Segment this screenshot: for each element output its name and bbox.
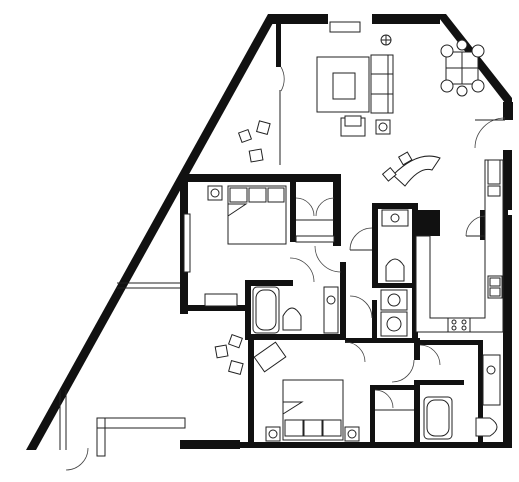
tv-console bbox=[329, 21, 361, 33]
bath2-wall bbox=[420, 380, 464, 385]
powder-vanity bbox=[381, 209, 409, 227]
bathroom-2 bbox=[423, 354, 501, 440]
window-1 bbox=[183, 213, 191, 273]
vanity-1 bbox=[323, 286, 339, 334]
bedroom-1 bbox=[183, 185, 342, 307]
lounge-chair-2 bbox=[237, 128, 253, 144]
kitchen-right-wall-2 bbox=[480, 210, 485, 240]
bath2-right-wall bbox=[478, 340, 483, 445]
dining-chair-4 bbox=[471, 79, 485, 93]
powder-room bbox=[349, 209, 409, 282]
living-room bbox=[237, 21, 394, 163]
lounge-chair-3 bbox=[248, 148, 264, 163]
toilet-1 bbox=[282, 307, 302, 331]
desk bbox=[253, 341, 287, 373]
bathtub-2 bbox=[423, 396, 453, 440]
kitchen-block bbox=[416, 210, 440, 236]
dresser bbox=[204, 293, 238, 307]
kitchen bbox=[381, 151, 504, 333]
diagonal-wall bbox=[26, 14, 278, 450]
coffee-table bbox=[332, 72, 356, 100]
dining-chair-5 bbox=[456, 39, 468, 51]
lounge-chair-1 bbox=[256, 120, 271, 135]
hall-bottom-wall bbox=[345, 338, 420, 343]
bathtub-1 bbox=[252, 286, 280, 334]
bedroom-2 bbox=[214, 333, 415, 442]
lamp-icon-2 bbox=[378, 122, 388, 132]
nightstand-2a bbox=[265, 426, 281, 442]
top-wall-right bbox=[372, 14, 440, 24]
dining-area bbox=[440, 39, 506, 149]
bed2-right-wall-2 bbox=[414, 380, 420, 442]
powder-left-wall bbox=[372, 203, 378, 287]
dining-chair-2 bbox=[471, 44, 485, 58]
accent-chair-1 bbox=[214, 344, 229, 359]
balcony bbox=[59, 282, 186, 471]
sofa bbox=[370, 54, 394, 114]
bed1-right-wall bbox=[333, 174, 341, 246]
powder-top-wall bbox=[372, 203, 416, 209]
bottom-wall-right bbox=[240, 442, 512, 448]
bed1-bottom-wall bbox=[245, 280, 293, 286]
closet2-left-wall bbox=[370, 385, 375, 442]
toilet-2 bbox=[475, 417, 498, 437]
bar-stool-2 bbox=[381, 167, 397, 182]
top-wall-left bbox=[268, 14, 328, 24]
bed1-closet-wall bbox=[290, 180, 296, 242]
dryer bbox=[380, 311, 408, 337]
desk-chair bbox=[227, 333, 243, 349]
washer bbox=[380, 289, 408, 311]
powder-toilet bbox=[385, 258, 405, 282]
closet2-wall bbox=[370, 385, 415, 390]
dining-chair-1 bbox=[440, 44, 454, 58]
vanity-2 bbox=[482, 354, 501, 406]
bottom-wall-left bbox=[180, 440, 240, 449]
nightstand bbox=[207, 185, 223, 201]
kitchen-island bbox=[392, 155, 441, 187]
nightstand-2b bbox=[344, 426, 360, 442]
right-wall-low bbox=[503, 215, 512, 445]
balcony-planter bbox=[96, 417, 186, 429]
laundry-left-wall bbox=[372, 300, 377, 343]
dining-chair-3 bbox=[440, 79, 454, 93]
bath1-right-wall bbox=[340, 262, 346, 338]
accent-chair-2 bbox=[228, 360, 244, 375]
powder-right-wall bbox=[412, 203, 418, 343]
bath2-top-wall bbox=[420, 340, 482, 345]
stove bbox=[447, 317, 471, 333]
bed1-bottom-left bbox=[180, 305, 245, 311]
right-wall-mid bbox=[503, 150, 512, 210]
living-wall-left-top bbox=[276, 22, 281, 67]
bath1-left-wall bbox=[245, 280, 251, 336]
bathroom-1 bbox=[252, 286, 339, 334]
bath1-bottom-wall bbox=[245, 334, 345, 340]
kitchen-sink bbox=[487, 275, 503, 299]
laundry bbox=[349, 289, 408, 337]
bar-stool-1 bbox=[397, 151, 413, 166]
appliance-box bbox=[487, 185, 501, 197]
right-wall-upper bbox=[503, 102, 513, 120]
laundry-wall bbox=[372, 283, 416, 288]
dining-chair-6 bbox=[456, 85, 468, 97]
bed2-right-wall bbox=[414, 340, 420, 360]
bed1-top-wall bbox=[180, 174, 335, 182]
bed2-left-wall bbox=[248, 340, 254, 442]
